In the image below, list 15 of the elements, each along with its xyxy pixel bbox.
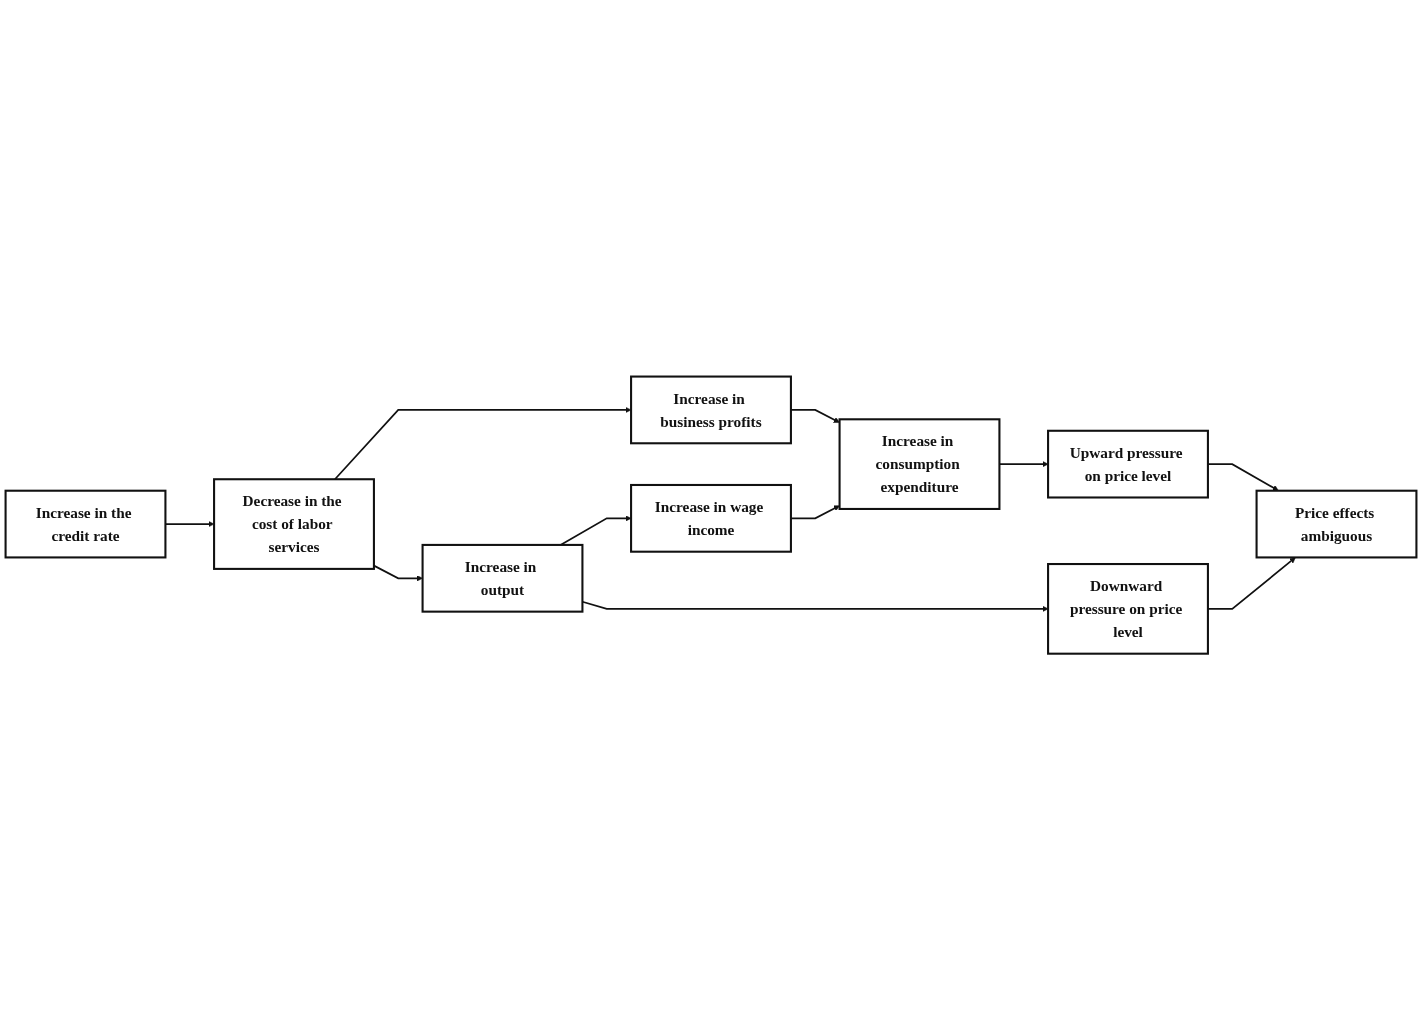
arrow (334, 406, 632, 480)
node-box: Increase in the credit rate (4, 489, 167, 559)
node-box: Increase in business profits (630, 375, 792, 445)
node-box: Upward pressure on price level (1047, 429, 1209, 499)
node-box: Increase in output (421, 543, 584, 613)
node-box: Price effects ambiguous (1255, 489, 1418, 559)
node-box: Downward pressure on price level (1047, 562, 1209, 655)
arrow (1207, 463, 1279, 491)
arrow (1207, 557, 1296, 610)
node-box: Increase in wage income (630, 483, 792, 553)
node-box: Decrease in the cost of labor services (213, 478, 375, 570)
node-box: Increase in consumption expenditure (838, 418, 1001, 510)
arrow (790, 505, 840, 520)
arrow (373, 564, 423, 582)
arrow (790, 408, 840, 423)
